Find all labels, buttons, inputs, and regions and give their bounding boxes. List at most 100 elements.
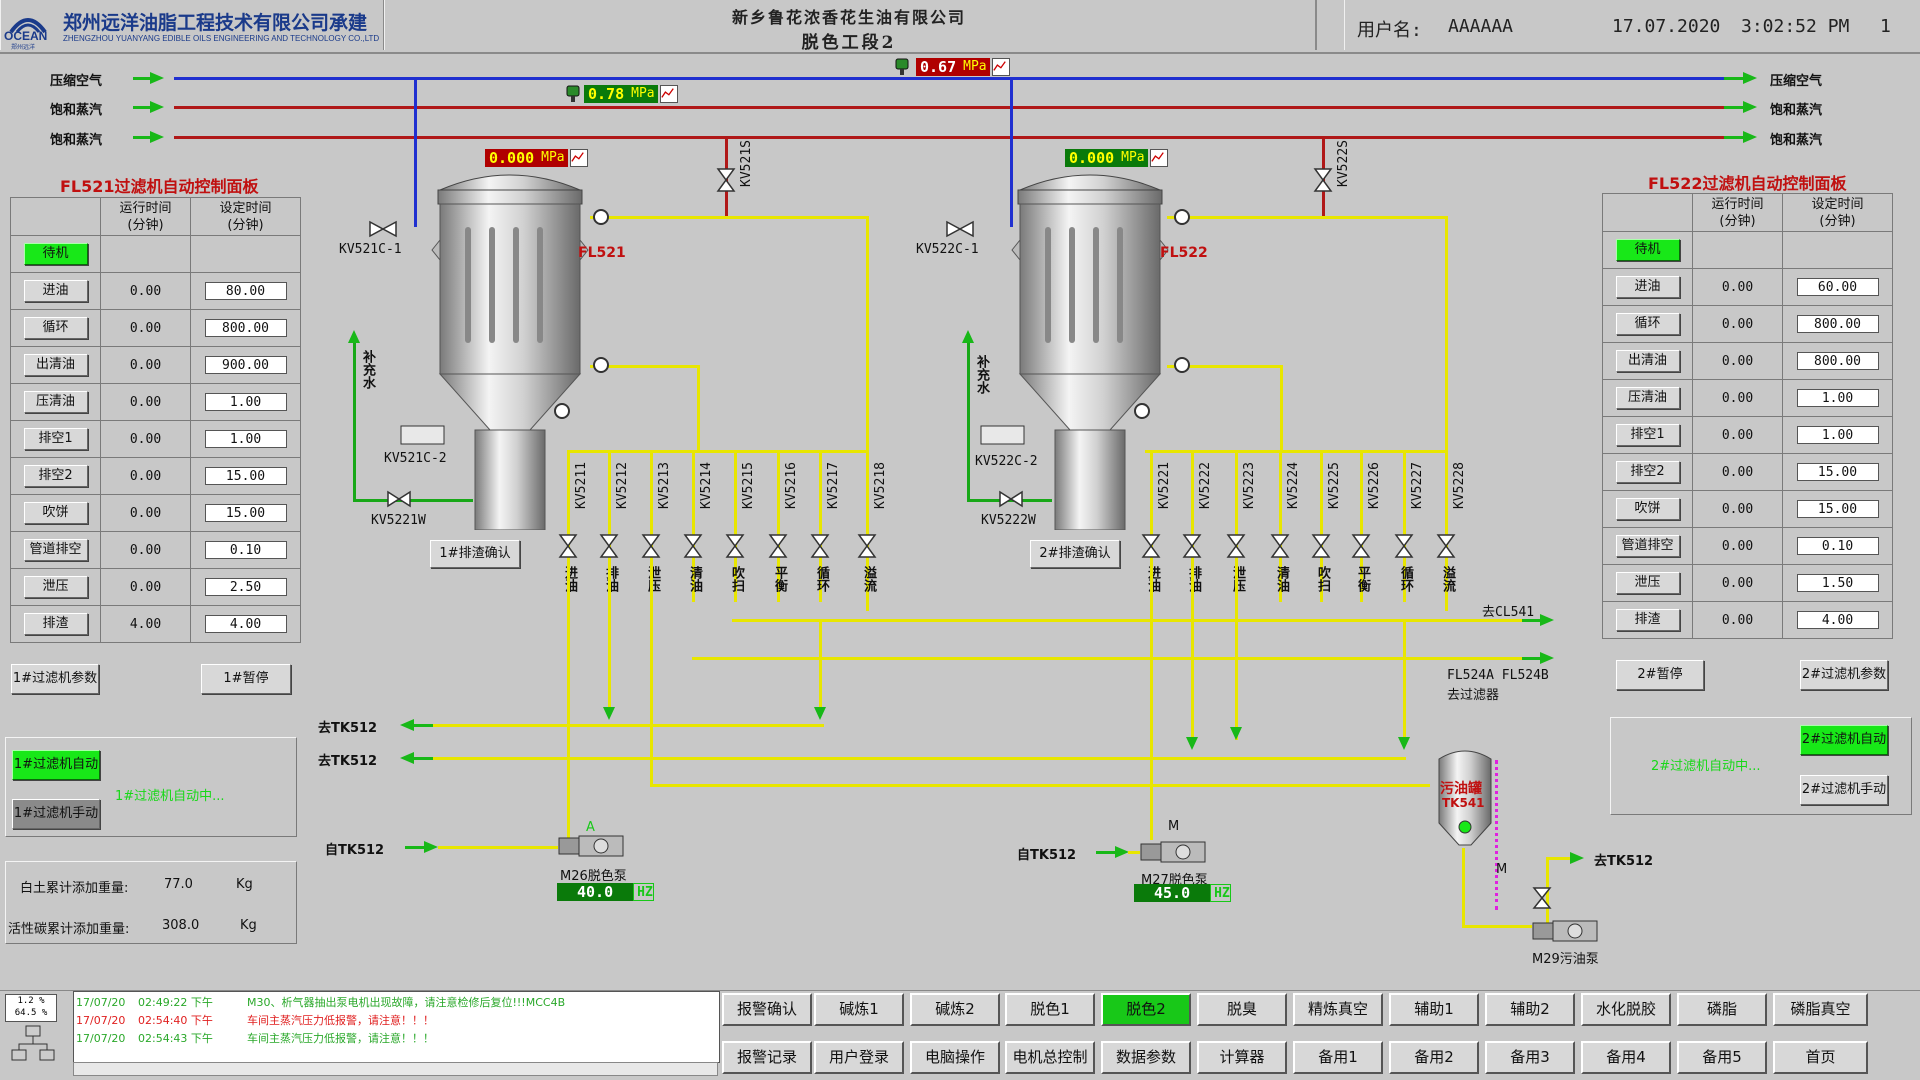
step-button[interactable]: 泄压 xyxy=(1615,572,1680,594)
butterfly-valve-icon[interactable] xyxy=(1436,532,1456,560)
nav-button[interactable]: 数据参数 xyxy=(1101,1041,1191,1074)
nav-button[interactable]: 磷脂真空 xyxy=(1773,993,1868,1026)
panel2-auto-button[interactable]: 2#过滤机自动 xyxy=(1800,725,1888,755)
step-button[interactable]: 进油 xyxy=(1615,276,1680,298)
step-button[interactable]: 排空1 xyxy=(1615,424,1680,446)
set-time-input[interactable]: 1.00 xyxy=(1796,389,1879,407)
nav-button[interactable]: 水化脱胶 xyxy=(1581,993,1671,1026)
nav-button[interactable]: 首页 xyxy=(1773,1041,1868,1074)
nav-button[interactable]: 脱臭 xyxy=(1197,993,1287,1026)
step-button[interactable]: 压清油 xyxy=(23,391,88,413)
set-time-input[interactable]: 15.00 xyxy=(1796,500,1879,518)
set-time-input[interactable]: 0.10 xyxy=(1796,537,1879,555)
m29-pump-icon[interactable] xyxy=(1530,915,1602,947)
safety-valve-icon[interactable] xyxy=(1313,165,1333,195)
alarm-row[interactable]: 17/07/20 02:54:40 下午 车间主蒸汽压力低报警，请注意！！！ xyxy=(74,1012,719,1030)
alarm-scrollbar[interactable] xyxy=(73,1062,718,1076)
m27-pump-icon[interactable] xyxy=(1138,836,1210,868)
network-icon[interactable] xyxy=(10,1024,56,1064)
m29-valve-icon[interactable] xyxy=(1532,885,1552,911)
nav-button[interactable]: 备用2 xyxy=(1389,1041,1479,1074)
set-time-input[interactable]: 900.00 xyxy=(204,356,287,374)
nav-button[interactable]: 报警记录 xyxy=(722,1041,812,1074)
step-button[interactable]: 管道排空 xyxy=(1615,535,1680,557)
panel1-auto-button[interactable]: 1#过滤机自动 xyxy=(12,750,100,780)
alarm-row[interactable]: 17/07/20 02:54:43 下午 车间主蒸汽压力低报警，请注意！！！ xyxy=(74,1030,719,1048)
butterfly-valve-icon[interactable] xyxy=(599,532,619,560)
set-time-input[interactable]: 1.00 xyxy=(204,393,287,411)
panel2-pause-button[interactable]: 2#暂停 xyxy=(1616,660,1704,690)
butterfly-valve-icon[interactable] xyxy=(1394,532,1414,560)
panel2-manual-button[interactable]: 2#过滤机手动 xyxy=(1800,775,1888,805)
nav-button[interactable]: 碱炼1 xyxy=(814,993,904,1026)
nav-button[interactable]: 精炼真空 xyxy=(1293,993,1383,1026)
set-time-input[interactable]: 1.00 xyxy=(204,430,287,448)
step-button[interactable]: 排空2 xyxy=(23,465,88,487)
panel1-params-button[interactable]: 1#过滤机参数 xyxy=(11,664,99,694)
nav-button[interactable]: 电脑操作 xyxy=(910,1041,1000,1074)
butterfly-valve-icon[interactable] xyxy=(558,532,578,560)
nav-button[interactable]: 辅助2 xyxy=(1485,993,1575,1026)
butterfly-valve-icon[interactable] xyxy=(1351,532,1371,560)
butterfly-valve-icon[interactable] xyxy=(1226,532,1246,560)
nav-button[interactable]: 报警确认 xyxy=(722,993,812,1026)
safety-valve-icon[interactable] xyxy=(716,165,736,195)
set-time-input[interactable]: 4.00 xyxy=(1796,611,1879,629)
set-time-input[interactable]: 800.00 xyxy=(1796,352,1879,370)
nav-button[interactable]: 用户登录 xyxy=(814,1041,904,1074)
step-button[interactable]: 吹饼 xyxy=(1615,498,1680,520)
butterfly-valve-icon[interactable] xyxy=(1141,532,1161,560)
set-time-input[interactable]: 1.50 xyxy=(1796,574,1879,592)
step-button[interactable]: 压清油 xyxy=(1615,387,1680,409)
step-button[interactable]: 泄压 xyxy=(23,576,88,598)
set-time-input[interactable]: 1.00 xyxy=(1796,426,1879,444)
nav-button[interactable]: 备用5 xyxy=(1677,1041,1767,1074)
air-valve-icon[interactable] xyxy=(368,220,398,238)
nav-button[interactable]: 碱炼2 xyxy=(910,993,1000,1026)
alarm-list[interactable]: 17/07/20 02:49:22 下午 M30、析气器抽出泵电机出现故障，请注… xyxy=(73,991,720,1063)
step-button[interactable]: 出清油 xyxy=(1615,350,1680,372)
nav-button[interactable]: 磷脂 xyxy=(1677,993,1767,1026)
set-time-input[interactable]: 80.00 xyxy=(204,282,287,300)
butterfly-valve-icon[interactable] xyxy=(641,532,661,560)
step-button[interactable]: 进油 xyxy=(23,280,88,302)
nav-button[interactable]: 备用1 xyxy=(1293,1041,1383,1074)
step-button[interactable]: 排空1 xyxy=(23,428,88,450)
set-time-input[interactable]: 60.00 xyxy=(1796,278,1879,296)
alarm-row[interactable]: 17/07/20 02:49:22 下午 M30、析气器抽出泵电机出现故障，请注… xyxy=(74,994,719,1012)
set-time-input[interactable]: 800.00 xyxy=(204,319,287,337)
step-button[interactable]: 排渣 xyxy=(1615,609,1680,631)
butterfly-valve-icon[interactable] xyxy=(683,532,703,560)
panel1-manual-button[interactable]: 1#过滤机手动 xyxy=(12,799,100,829)
butterfly-valve-icon[interactable] xyxy=(725,532,745,560)
trend-chart-icon[interactable] xyxy=(569,149,588,167)
step-button[interactable]: 循环 xyxy=(23,317,88,339)
butterfly-valve-icon[interactable] xyxy=(810,532,830,560)
nav-button[interactable]: 备用3 xyxy=(1485,1041,1575,1074)
trend-chart-icon[interactable] xyxy=(991,58,1010,76)
butterfly-valve-icon[interactable] xyxy=(1311,532,1331,560)
set-time-input[interactable]: 2.50 xyxy=(204,578,287,596)
nav-button[interactable]: 脱色2 xyxy=(1101,993,1191,1026)
actuated-valve-icon[interactable] xyxy=(400,422,445,448)
nav-button[interactable]: 电机总控制 xyxy=(1005,1041,1095,1074)
step-button[interactable]: 待机 xyxy=(23,243,88,265)
set-time-input[interactable]: 15.00 xyxy=(204,504,287,522)
air-valve-icon[interactable] xyxy=(945,220,975,238)
trend-chart-icon[interactable] xyxy=(1149,149,1168,167)
butterfly-valve-icon[interactable] xyxy=(1270,532,1290,560)
step-button[interactable]: 待机 xyxy=(1615,239,1680,261)
trend-chart-icon[interactable] xyxy=(659,85,678,103)
water-valve-icon[interactable] xyxy=(998,490,1024,508)
actuated-valve-icon[interactable] xyxy=(980,422,1025,448)
fl522-confirm-button[interactable]: 2#排渣确认 xyxy=(1030,540,1120,568)
panel2-params-button[interactable]: 2#过滤机参数 xyxy=(1800,660,1888,690)
nav-button[interactable]: 脱色1 xyxy=(1005,993,1095,1026)
fl521-confirm-button[interactable]: 1#排渣确认 xyxy=(430,540,520,568)
nav-button[interactable]: 辅助1 xyxy=(1389,993,1479,1026)
set-time-input[interactable]: 800.00 xyxy=(1796,315,1879,333)
butterfly-valve-icon[interactable] xyxy=(857,532,877,560)
step-button[interactable]: 管道排空 xyxy=(23,539,88,561)
butterfly-valve-icon[interactable] xyxy=(1182,532,1202,560)
nav-button[interactable]: 备用4 xyxy=(1581,1041,1671,1074)
